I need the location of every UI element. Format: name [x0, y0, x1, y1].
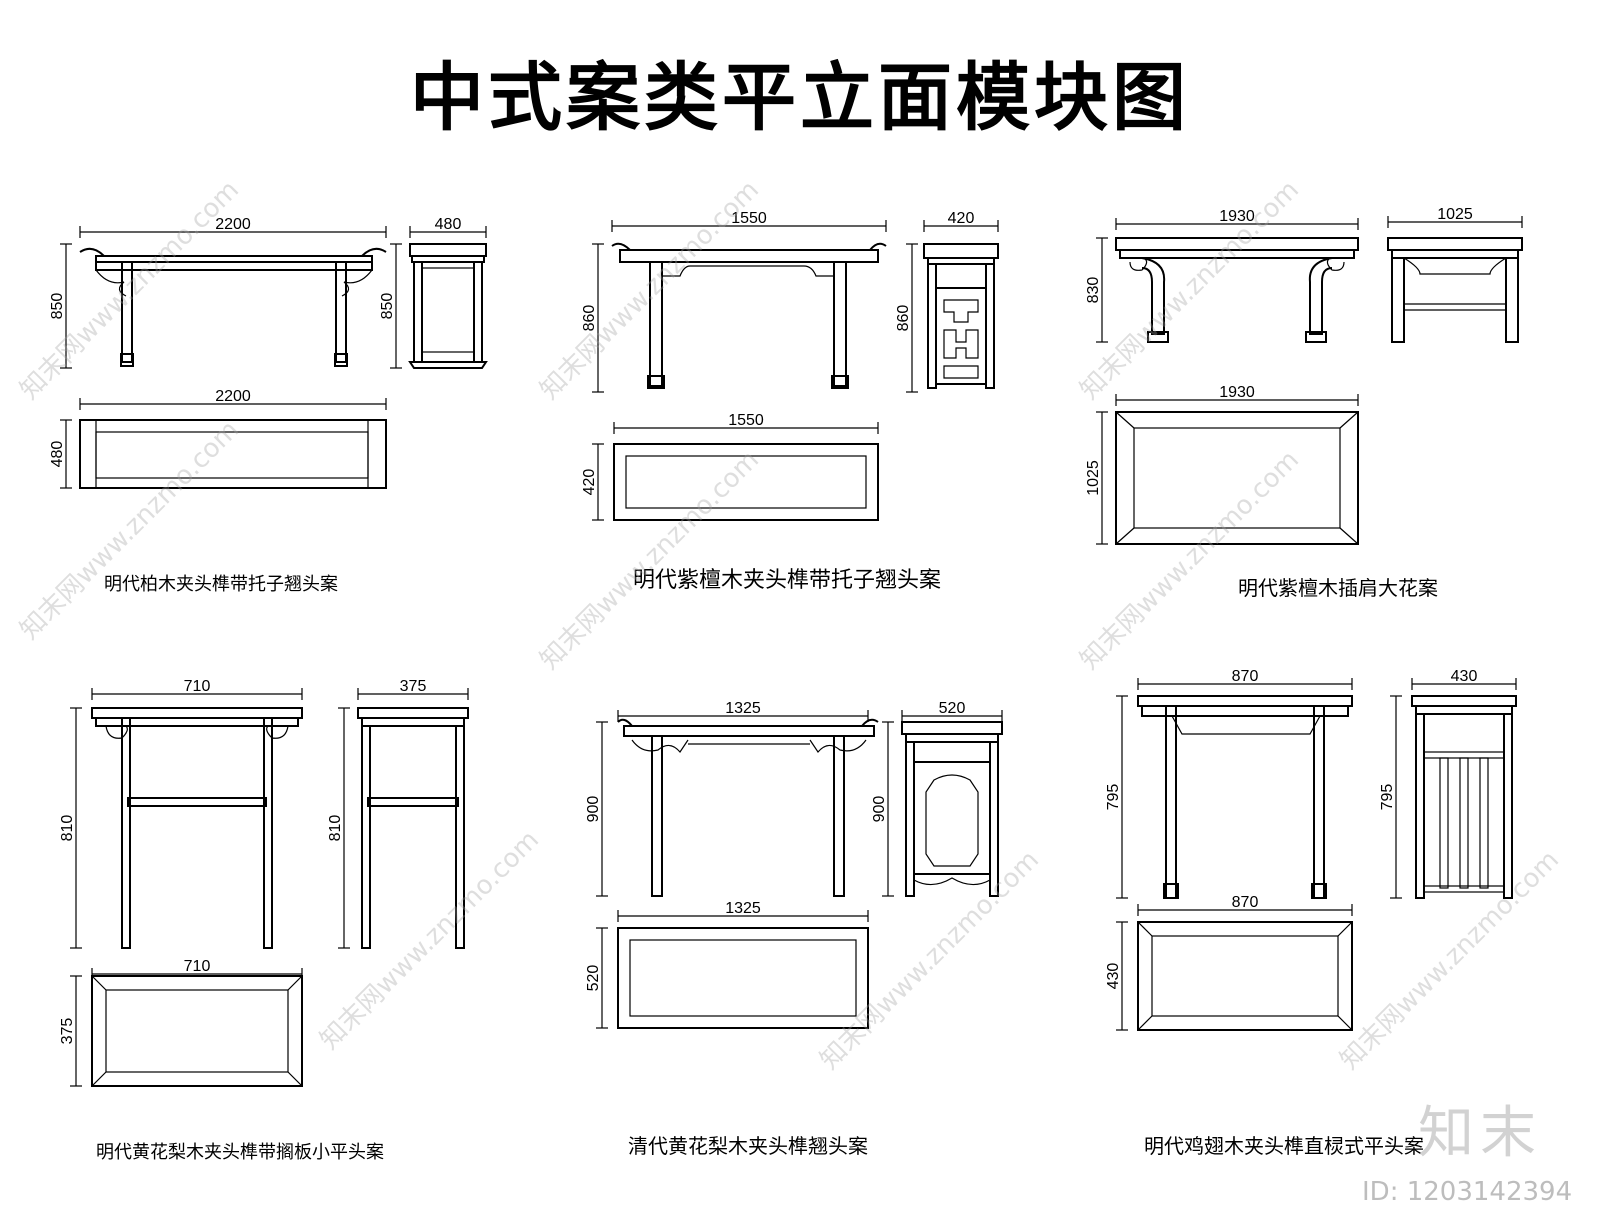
t4-front-height-label: 810: [59, 815, 76, 842]
t4-plan-depth-label: 375: [59, 1018, 76, 1045]
t3-plan-depth: 1025: [1085, 411, 1108, 545]
t4-front-width: 710: [91, 678, 303, 700]
caption-table-6: 明代鸡翅木夹头榫直棂式平头案: [1144, 1134, 1424, 1158]
t6-front-height-label: 795: [1105, 784, 1122, 811]
t3-front-height: 830: [1085, 237, 1108, 343]
table-4-front-elevation: [91, 707, 303, 949]
t5-plan-width: 1325: [617, 900, 869, 922]
t1-front-height-label: 850: [49, 293, 66, 320]
t5-plan-depth-label: 520: [585, 965, 602, 992]
t3-side-width: 1025: [1387, 206, 1523, 228]
t2-side-width: 420: [923, 210, 999, 232]
caption-table-2: 明代紫檀木夹头榫带托子翘头案: [633, 568, 942, 593]
t4-plan-width-label: 710: [184, 958, 211, 975]
table-2-plan: [613, 443, 879, 521]
table-1-front-elevation: [79, 247, 387, 367]
t5-side-height-label: 900: [871, 796, 888, 823]
t2-front-height: 860: [581, 243, 604, 393]
t2-front-height-label: 860: [581, 305, 598, 332]
t2-plan-depth-label: 420: [581, 469, 598, 496]
t5-front-height: 900: [585, 721, 608, 897]
t6-plan-width-label: 870: [1232, 894, 1259, 911]
t5-side-width: 520: [901, 700, 1003, 722]
t4-front-height: 810: [59, 707, 82, 949]
t5-side-width-label: 520: [939, 700, 966, 717]
t3-plan-width: 1930: [1115, 384, 1359, 406]
t6-side-width-label: 430: [1451, 668, 1478, 685]
t2-side-height-label: 860: [895, 305, 912, 332]
table-1-plan: [79, 419, 387, 489]
t5-side-height: 900: [871, 721, 894, 897]
t6-plan-depth: 430: [1105, 921, 1128, 1031]
caption-table-5: 清代黄花梨木夹头榫翘头案: [628, 1134, 868, 1158]
t2-plan-depth: 420: [581, 443, 604, 521]
caption-table-3: 明代紫檀木插肩大花案: [1238, 576, 1438, 600]
t2-front-width: 1550: [611, 210, 887, 232]
t5-plan-depth: 520: [585, 927, 608, 1029]
dimension-annotations: 2200 850 480 850 2200 480 1550 860 420 860 1550 420…: [49, 206, 1523, 1087]
t1-side-width: 480: [409, 216, 487, 238]
t2-side-height: 860: [895, 243, 918, 393]
t3-front-width: 1930: [1115, 208, 1359, 230]
t1-front-width-label: 2200: [215, 216, 251, 233]
t1-plan-width: 2200: [79, 388, 387, 410]
table-5-front-elevation: [617, 718, 879, 897]
t6-plan-depth-label: 430: [1105, 963, 1122, 990]
page-title: 中式案类平立面模块图: [410, 55, 1190, 141]
t6-front-height: 795: [1105, 695, 1128, 899]
image-id-label: ID: 1203142394: [1362, 1177, 1573, 1207]
t5-plan-width-label: 1325: [725, 900, 761, 917]
table-6-side-elevation: [1411, 695, 1517, 899]
t4-side-width-label: 375: [400, 678, 427, 695]
table-5-plan: [617, 927, 869, 1029]
t1-side-height: 850: [379, 243, 402, 369]
t3-plan-depth-label: 1025: [1085, 460, 1102, 496]
table-3-side-elevation: [1387, 237, 1523, 343]
table-4-side-elevation: [357, 707, 469, 949]
table-6-plan: [1137, 921, 1353, 1031]
t6-side-width: 430: [1411, 668, 1517, 690]
znzmo-logo: 知末: [1418, 1101, 1542, 1166]
t3-front-height-label: 830: [1085, 277, 1102, 304]
t2-side-width-label: 420: [948, 210, 975, 227]
table-1-side-elevation: [408, 243, 488, 369]
t6-side-height-label: 795: [1379, 784, 1396, 811]
table-5-side-elevation: [901, 721, 1003, 897]
t1-side-height-label: 850: [379, 293, 396, 320]
t1-front-height: 850: [49, 243, 72, 369]
t2-front-width-label: 1550: [731, 210, 767, 227]
t6-side-height: 795: [1379, 695, 1402, 899]
t2-plan-width-label: 1550: [728, 412, 764, 429]
t6-plan-width: 870: [1137, 894, 1353, 916]
table-2-front-elevation: [611, 242, 887, 389]
t2-plan-width: 1550: [613, 412, 879, 434]
table-2-side-elevation: [923, 243, 999, 389]
t6-front-width: 870: [1137, 668, 1353, 690]
t3-plan-width-label: 1930: [1219, 384, 1255, 401]
t5-front-width: 1325: [617, 700, 869, 722]
caption-table-1: 明代柏木夹头榫带托子翘头案: [104, 574, 338, 595]
t1-plan-width-label: 2200: [215, 388, 251, 405]
table-3-plan: [1115, 411, 1359, 545]
table-6-front-elevation: [1137, 695, 1353, 899]
t4-plan-depth: 375: [59, 975, 82, 1087]
t4-front-width-label: 710: [184, 678, 211, 695]
t4-side-width: 375: [357, 678, 469, 700]
t5-front-width-label: 1325: [725, 700, 761, 717]
caption-table-4: 明代黄花梨木夹头榫带搁板小平头案: [96, 1142, 384, 1163]
t4-plan-width: 710: [91, 958, 303, 980]
t3-side-width-label: 1025: [1437, 206, 1473, 223]
t1-plan-depth-label: 480: [49, 441, 66, 468]
t5-front-height-label: 900: [585, 796, 602, 823]
t4-side-height-label: 810: [327, 815, 344, 842]
t1-plan-depth: 480: [49, 419, 72, 489]
t4-side-height: 810: [327, 707, 350, 949]
table-3-front-elevation: [1115, 237, 1359, 343]
t1-front-width: 2200: [79, 216, 387, 238]
table-4-plan: [91, 975, 303, 1087]
t3-front-width-label: 1930: [1219, 208, 1255, 225]
t6-front-width-label: 870: [1232, 668, 1259, 685]
t1-side-width-label: 480: [435, 216, 462, 233]
